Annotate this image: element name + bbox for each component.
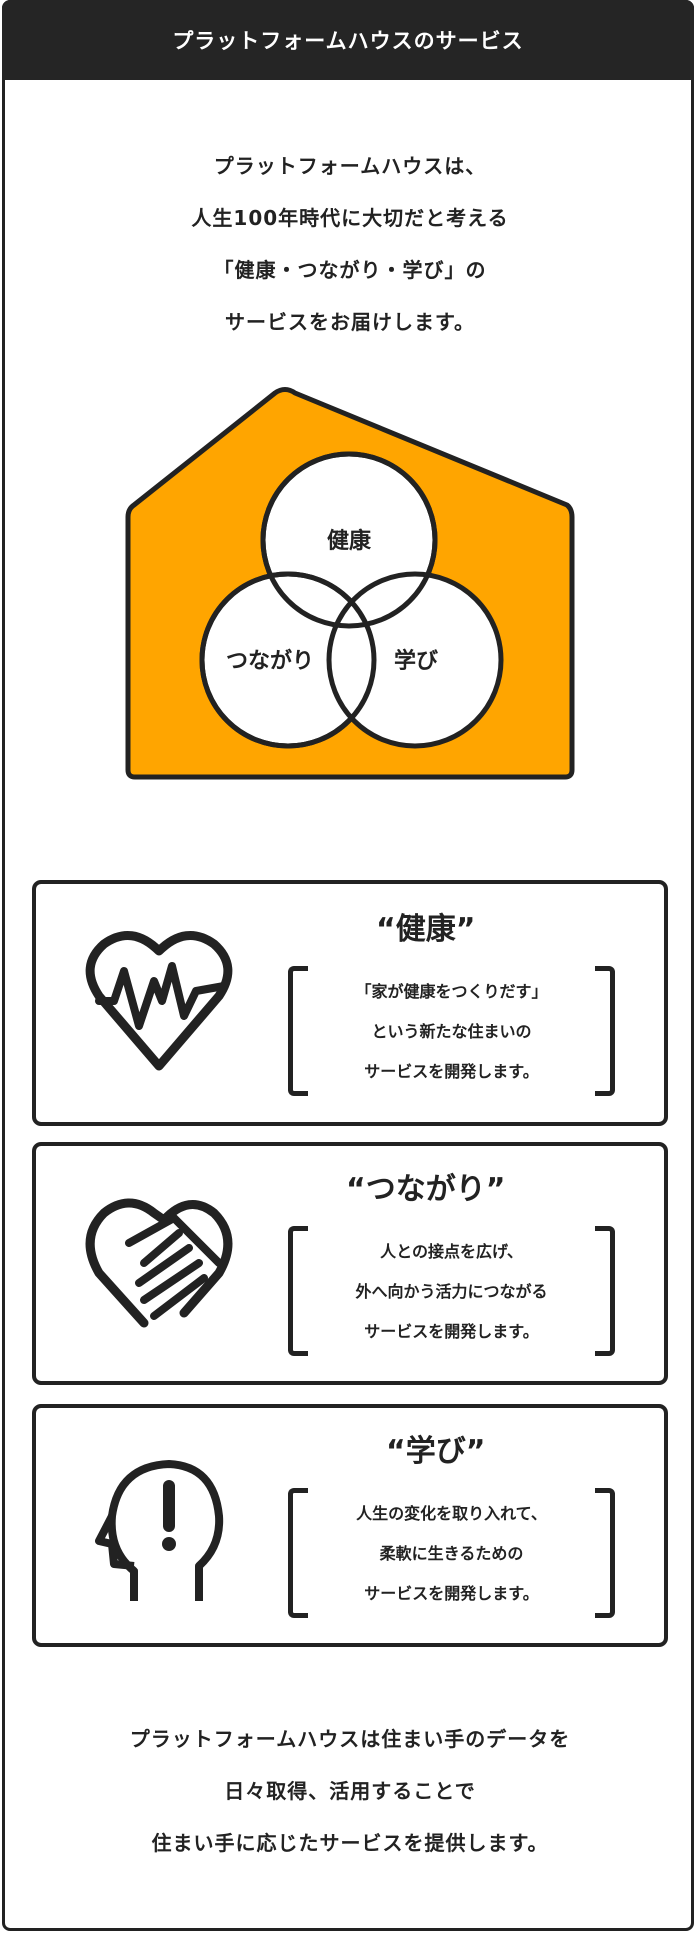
- head-exclamation-icon: [95, 1460, 224, 1601]
- intro-line: サービスをお届けします。: [225, 310, 475, 334]
- description-line: という新たな住まいの: [371, 1022, 532, 1041]
- service-card-connection: “つながり” 人との接点を広げ、 外へ向かう活力につながる サービスを開発します…: [32, 1142, 668, 1385]
- outro-line: 日々取得、活用することで: [224, 1779, 476, 1803]
- description-line: サービスを開発します。: [364, 1062, 539, 1081]
- outro-line: 住まい手に応じたサービスを提供します。: [151, 1831, 549, 1855]
- service-card-health: “健康” 「家が健康をつくりだす」 という新たな住まいの サービスを開発します。: [32, 880, 668, 1126]
- card-title: “健康”: [376, 912, 476, 947]
- description-line: サービスを開発します。: [364, 1322, 539, 1341]
- panel-header: プラットフォームハウスのサービス: [2, 0, 694, 80]
- circle-learning: [326, 571, 504, 749]
- panel-title: プラットフォームハウスのサービス: [172, 29, 524, 53]
- card-description: 「家が健康をつくりだす」 という新たな住まいの サービスを開発します。: [288, 966, 615, 1102]
- card-description: 人との接点を広げ、 外へ向かう活力につながる サービスを開発します。: [288, 1226, 615, 1362]
- description-line: 人生の変化を取り入れて、: [356, 1504, 547, 1523]
- handshake-heart-icon: [85, 1198, 233, 1328]
- description-line: 外へ向かう活力につながる: [355, 1282, 548, 1301]
- card-description: 人生の変化を取り入れて、 柔軟に生きるための サービスを開発します。: [288, 1488, 615, 1624]
- intro-text: プラットフォームハウスは、 人生100年時代に大切だと考える 「健康・つながり・…: [0, 140, 700, 348]
- circle-label-connection: つながり: [226, 648, 314, 674]
- intro-line: プラットフォームハウスは、: [213, 154, 487, 178]
- outro-line: プラットフォームハウスは住まい手のデータを: [129, 1727, 571, 1751]
- outro-text: プラットフォームハウスは住まい手のデータを 日々取得、活用することで 住まい手に…: [0, 1713, 700, 1869]
- circle-label-learning: 学び: [394, 648, 438, 674]
- service-card-learning: “学び” 人生の変化を取り入れて、 柔軟に生きるための サービスを開発します。: [32, 1404, 668, 1647]
- description-line: 人との接点を広げ、: [380, 1242, 523, 1261]
- description-line: 「家が健康をつくりだす」: [355, 982, 548, 1001]
- heart-pulse-icon: [85, 931, 233, 1071]
- description-line: サービスを開発します。: [364, 1584, 539, 1603]
- house-venn-diagram: 健康 つながり 学び: [125, 387, 575, 780]
- intro-line: 「健康・つながり・学び」の: [213, 258, 487, 282]
- intro-line: 人生100年時代に大切だと考える: [191, 206, 509, 230]
- card-title: “学び”: [386, 1434, 486, 1469]
- card-title: “つながり”: [346, 1172, 506, 1207]
- circle-label-health: 健康: [327, 528, 372, 554]
- description-line: 柔軟に生きるための: [379, 1544, 524, 1563]
